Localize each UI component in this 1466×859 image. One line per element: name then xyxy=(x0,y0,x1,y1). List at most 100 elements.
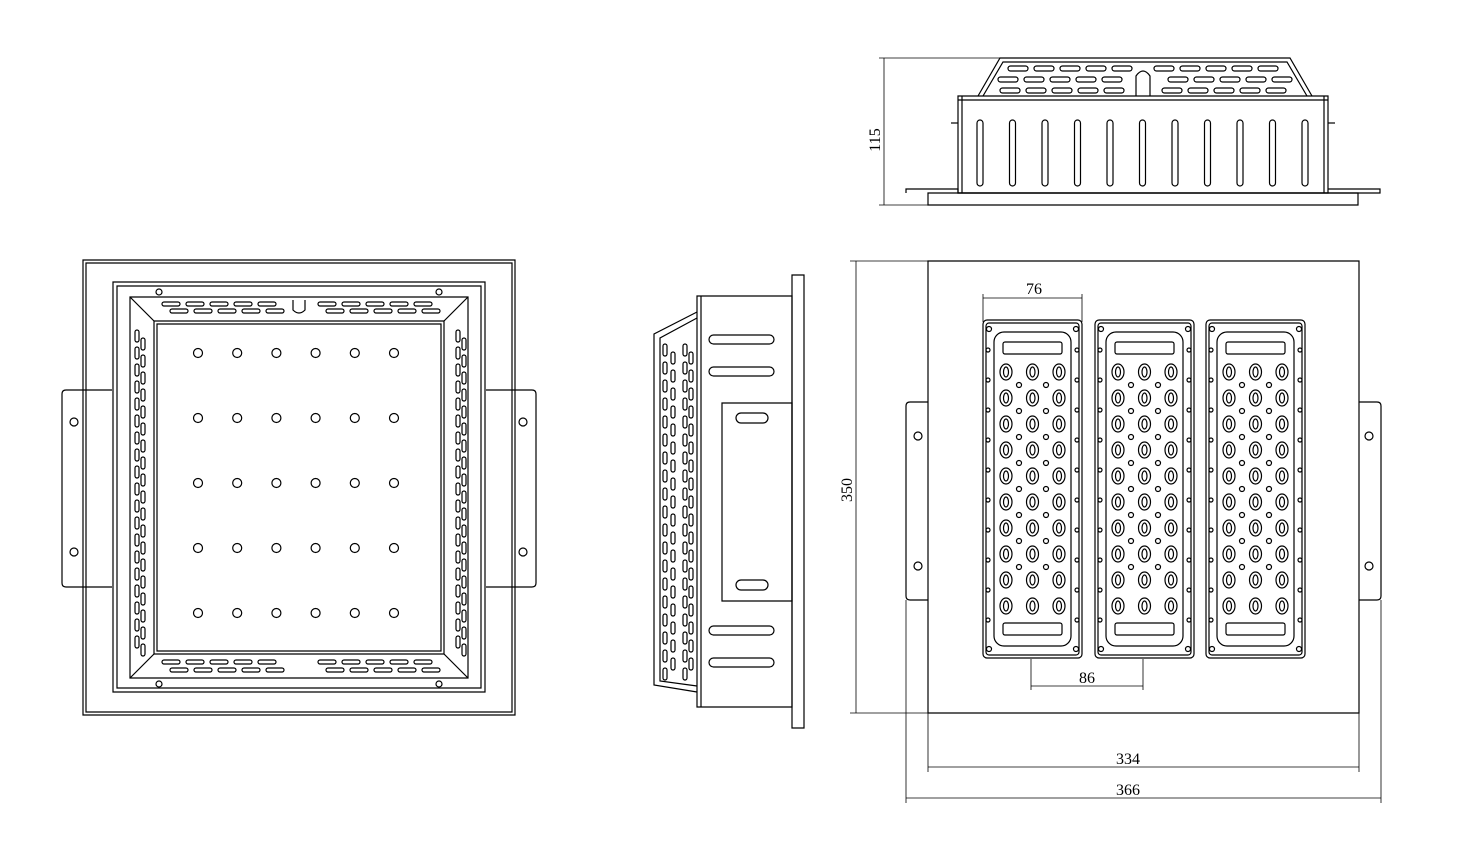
vent-slot xyxy=(671,442,675,454)
mounting-hole xyxy=(194,544,203,553)
vent-slot xyxy=(170,309,188,313)
led-pin xyxy=(1267,487,1272,492)
vent-slot xyxy=(1008,66,1028,71)
lens-bar xyxy=(1003,623,1062,635)
vent-slot xyxy=(456,466,460,478)
led-lens xyxy=(1276,494,1288,510)
bottom-view-vent-slots xyxy=(135,302,466,672)
led-chip xyxy=(1142,367,1147,377)
mounting-hole xyxy=(272,479,281,488)
led-pin xyxy=(1017,565,1022,570)
vent-slot xyxy=(1240,88,1260,93)
vent-slot xyxy=(663,434,667,446)
module-side-hole xyxy=(1098,438,1102,442)
bracket-hole xyxy=(70,548,78,556)
module-side-hole xyxy=(1098,588,1102,592)
module-side-hole xyxy=(1298,588,1302,592)
led-pin xyxy=(1129,565,1134,570)
vent-slot xyxy=(218,668,236,672)
vent-slot xyxy=(1102,77,1122,82)
vent-slot xyxy=(350,309,368,313)
module-screw xyxy=(1210,647,1215,652)
led-chip xyxy=(1253,497,1258,507)
vent-slot xyxy=(194,309,212,313)
mounting-hole xyxy=(233,479,242,488)
vent-slot xyxy=(456,483,460,495)
vent-slot xyxy=(671,532,675,544)
led-pin xyxy=(1156,487,1161,492)
led-chip xyxy=(1004,393,1009,403)
led-chip xyxy=(1280,601,1285,611)
led-chip xyxy=(1169,393,1174,403)
led-chip xyxy=(1004,497,1009,507)
led-chip xyxy=(1004,419,1009,429)
vent-slot xyxy=(1024,77,1044,82)
led-chip xyxy=(1142,523,1147,533)
module-side-hole xyxy=(1075,618,1079,622)
module-side-hole xyxy=(986,618,990,622)
led-chip xyxy=(1116,367,1121,377)
led-chip xyxy=(1116,393,1121,403)
led-lens xyxy=(1223,572,1235,588)
module-side-hole xyxy=(1298,618,1302,622)
led-lens xyxy=(1250,416,1262,432)
led-pin xyxy=(1017,487,1022,492)
led-chip xyxy=(1227,497,1232,507)
led-pin xyxy=(1044,435,1049,440)
side-slot xyxy=(709,367,774,376)
led-pin xyxy=(1156,383,1161,388)
vent-slot xyxy=(671,604,675,616)
vent-slot xyxy=(390,302,408,306)
bottom-view-tray-outer xyxy=(130,297,468,678)
module-side-hole xyxy=(986,378,990,382)
led-chip xyxy=(1057,575,1062,585)
led-lens xyxy=(1139,468,1151,484)
module-side-hole xyxy=(1098,528,1102,532)
vent-slot xyxy=(456,568,460,580)
led-lens xyxy=(1027,468,1039,484)
module-screw xyxy=(1099,327,1104,332)
vent-slot xyxy=(1052,88,1072,93)
led-chip xyxy=(1280,419,1285,429)
vent-slot xyxy=(1078,88,1098,93)
vent-slot xyxy=(234,302,252,306)
module-side-hole xyxy=(986,528,990,532)
module-side-hole xyxy=(1075,558,1079,562)
lens-bar xyxy=(1226,342,1285,354)
led-chip xyxy=(1004,523,1009,533)
led-lens xyxy=(1250,390,1262,406)
led-lens xyxy=(1112,390,1124,406)
mounting-hole xyxy=(194,414,203,423)
led-pin xyxy=(1044,383,1049,388)
front-view: 76 86 350 334 366 xyxy=(839,261,1381,803)
led-chip xyxy=(1227,601,1232,611)
led-chip xyxy=(1253,575,1258,585)
vent-slot xyxy=(462,593,466,605)
vent-slot xyxy=(141,491,145,503)
vent-slot xyxy=(398,668,416,672)
led-chip xyxy=(1280,575,1285,585)
cooling-fin xyxy=(1172,120,1178,186)
vent-slot xyxy=(141,644,145,656)
vent-slot xyxy=(135,636,139,648)
side-view-vent-slots xyxy=(663,344,693,680)
vent-slot xyxy=(671,586,675,598)
led-pin xyxy=(1017,383,1022,388)
led-pin xyxy=(1240,487,1245,492)
bracket-hole xyxy=(519,548,527,556)
module-side-hole xyxy=(1298,498,1302,502)
vent-slot xyxy=(689,352,693,364)
led-chip xyxy=(1030,471,1035,481)
vent-slot xyxy=(1050,77,1070,82)
vent-slot xyxy=(135,534,139,546)
vent-slot xyxy=(683,650,687,662)
led-lens xyxy=(1027,416,1039,432)
led-pin xyxy=(1129,409,1134,414)
vent-slot xyxy=(671,640,675,652)
led-module-lens-plate xyxy=(1217,332,1294,646)
module-side-hole xyxy=(1187,348,1191,352)
mounting-hole xyxy=(350,414,359,423)
module-side-hole xyxy=(1075,588,1079,592)
led-chip xyxy=(1280,445,1285,455)
vent-slot xyxy=(1206,66,1226,71)
